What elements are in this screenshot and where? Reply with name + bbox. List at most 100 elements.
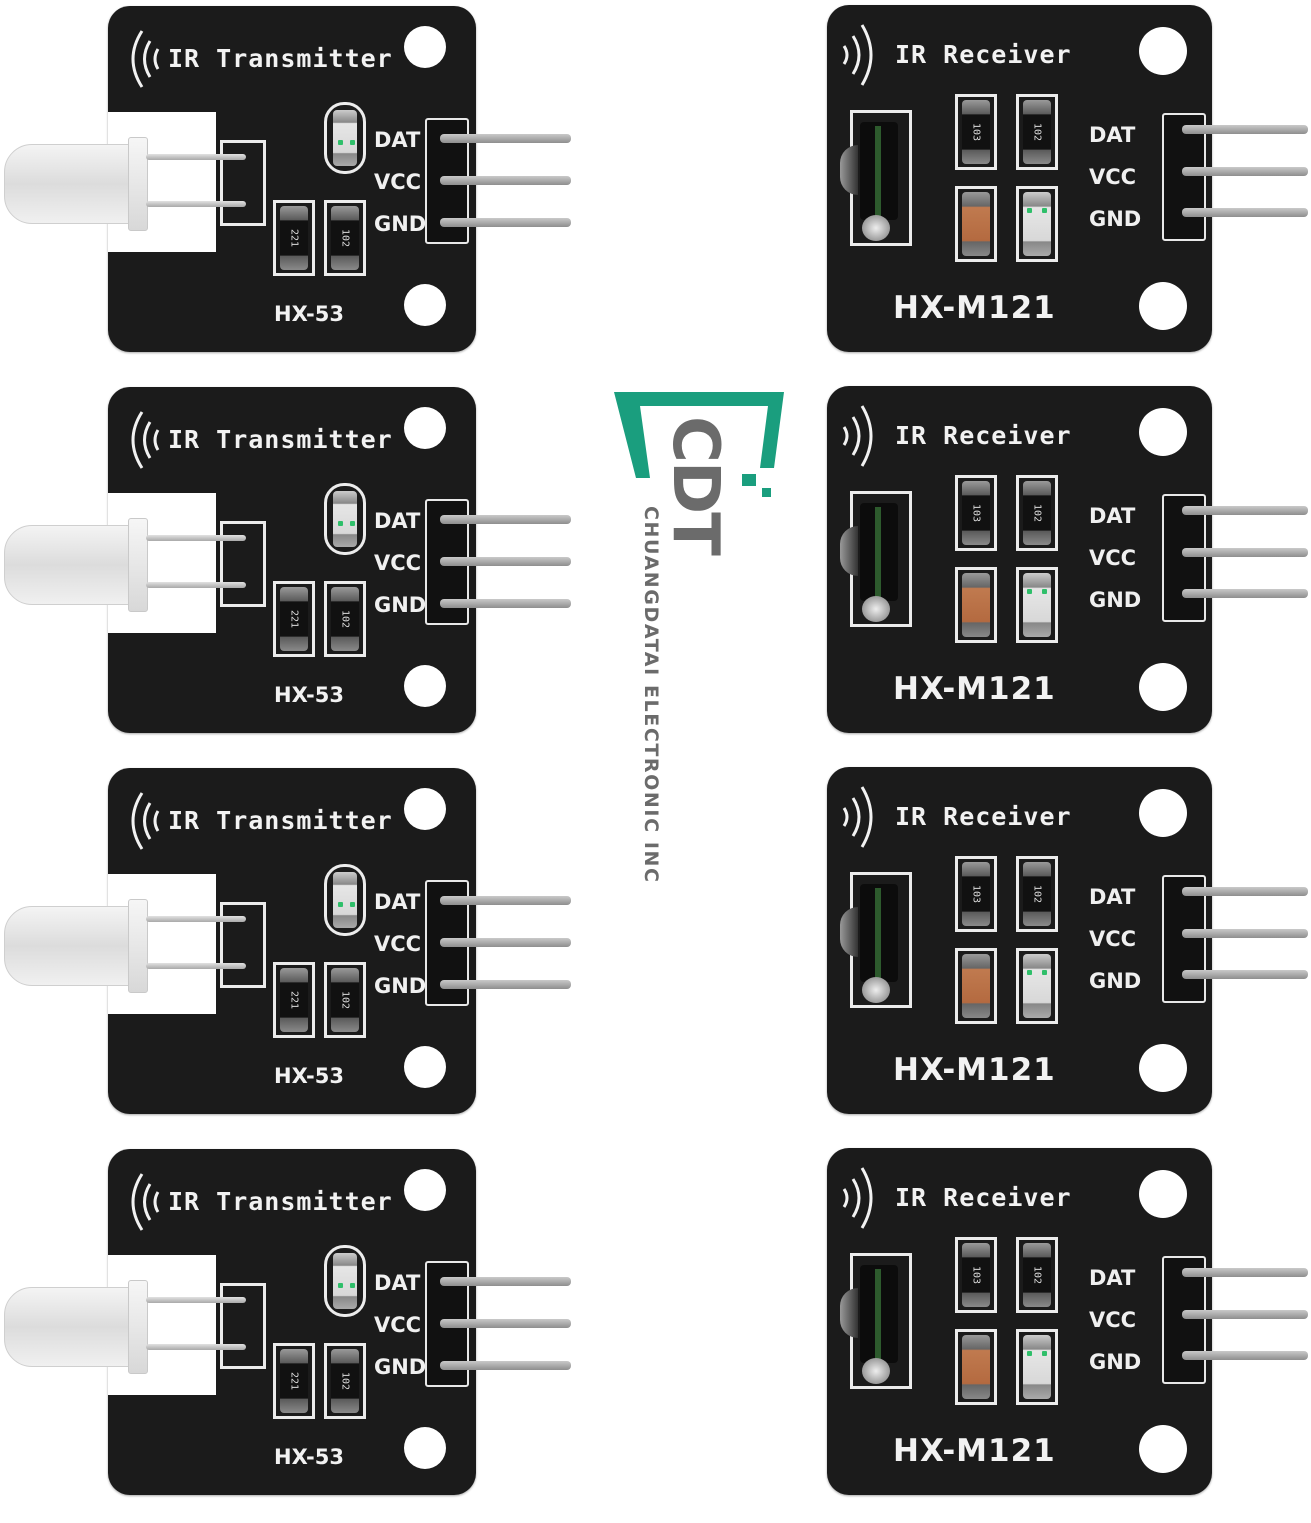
resistor: 103 (962, 100, 990, 164)
ir-receiver-module: IR Receiver 103 102 DAT VCC GND HX-M121 (700, 1143, 1311, 1523)
ir-transmitter-module: IR Transmitter 221 102 DAT VCC GND HX-53 (0, 381, 660, 761)
logo-mark-text: CDT (658, 416, 732, 554)
status-led-smd (333, 110, 357, 166)
header-pin (440, 134, 571, 143)
logo-company-text: CHUANGDATAI ELECTRONIC INC (640, 506, 662, 884)
model-label: HX-53 (274, 1064, 344, 1088)
pin-label-gnd: GND (374, 1355, 427, 1379)
resistor: 103 (962, 862, 990, 926)
pin-label-dat: DAT (1089, 1266, 1136, 1290)
mounting-hole (1139, 27, 1187, 75)
status-led-smd (333, 872, 357, 928)
pin-header (1162, 113, 1206, 241)
pin-label-dat: DAT (374, 890, 421, 914)
ir-receiver-module: IR Receiver 103 102 DAT VCC GND HX-M121 (700, 762, 1311, 1142)
model-label: HX-M121 (893, 671, 1056, 707)
pin-label-vcc: VCC (1089, 546, 1137, 570)
model-label: HX-M121 (893, 1052, 1056, 1088)
ir-emit-waves-icon (131, 30, 160, 88)
pin-header (1162, 875, 1206, 1003)
capacitor (962, 573, 990, 637)
ir-transmitter-module: IR Transmitter 221 102 DAT VCC GND HX-53 (0, 762, 660, 1142)
module-title: IR Receiver (895, 40, 1072, 69)
pin-label-dat: DAT (374, 1271, 421, 1295)
pin-label-dat: DAT (1089, 885, 1136, 909)
led-leg (146, 535, 246, 541)
header-pin (1182, 1310, 1308, 1319)
mounting-hole (404, 1169, 446, 1211)
pin-label-gnd: GND (1089, 969, 1142, 993)
pin-label-dat: DAT (1089, 504, 1136, 528)
status-led-smd (333, 491, 357, 547)
model-label: HX-M121 (893, 290, 1056, 326)
pin-label-gnd: GND (1089, 588, 1142, 612)
led-pad (220, 140, 266, 226)
header-pin (1182, 929, 1308, 938)
mounting-hole (1139, 1044, 1187, 1092)
resistor: 221 (280, 968, 308, 1032)
cdt-logo-mark-icon (614, 392, 784, 497)
ir-emit-waves-icon (131, 792, 160, 850)
brand-logo: CDT CHUANGDATAI ELECTRONIC INC (612, 388, 787, 978)
resistor: 102 (331, 587, 359, 651)
led-pad (220, 521, 266, 607)
ir-receive-waves-icon (842, 24, 873, 86)
resistor: 102 (1023, 100, 1051, 164)
header-pin (440, 1319, 571, 1328)
resistor: 103 (962, 481, 990, 545)
ir-led (4, 144, 136, 224)
model-label: HX-53 (274, 302, 344, 326)
led-leg (146, 154, 246, 160)
ir-receiver-module: IR Receiver 103 102 DAT VCC GND HX-M121 (700, 381, 1311, 761)
pin-label-vcc: VCC (1089, 927, 1137, 951)
resistor: 102 (1023, 1243, 1051, 1307)
header-pin (1182, 589, 1308, 598)
header-pin (440, 1277, 571, 1286)
resistor: 221 (280, 587, 308, 651)
header-pin (1182, 125, 1308, 134)
resistor: 221 (280, 1349, 308, 1413)
led-leg (146, 1297, 246, 1303)
resistor: 102 (1023, 862, 1051, 926)
mounting-hole (1139, 663, 1187, 711)
mounting-hole (404, 284, 446, 326)
led-leg (146, 963, 246, 969)
ir-receiver-module: IR Receiver 103 102 DAT VCC GND HX-M121 (700, 0, 1311, 380)
ir-receive-waves-icon (842, 786, 873, 848)
header-pin (1182, 548, 1308, 557)
pin-label-gnd: GND (374, 593, 427, 617)
pin-label-dat: DAT (374, 509, 421, 533)
mounting-hole (404, 26, 446, 68)
mounting-hole (404, 407, 446, 449)
resistor: 102 (331, 206, 359, 270)
capacitor (962, 954, 990, 1018)
module-title: IR Transmitter (168, 1187, 393, 1216)
header-pin (440, 218, 571, 227)
module-title: IR Receiver (895, 1183, 1072, 1212)
pin-label-dat: DAT (1089, 123, 1136, 147)
header-pin (1182, 887, 1308, 896)
led-leg (146, 916, 246, 922)
ir-led (4, 525, 136, 605)
header-pin (1182, 1268, 1308, 1277)
led-leg (146, 201, 246, 207)
status-led-smd (1023, 954, 1051, 1018)
mounting-hole (1139, 789, 1187, 837)
header-pin (440, 938, 571, 947)
ir-led (4, 906, 136, 986)
mounting-hole (1139, 408, 1187, 456)
resistor: 102 (331, 1349, 359, 1413)
model-label: HX-53 (274, 1445, 344, 1469)
mounting-hole (1139, 1170, 1187, 1218)
ir-transmitter-module: IR Transmitter 221 102 DAT VCC GND HX-53 (0, 0, 660, 380)
header-pin (440, 980, 571, 989)
pin-label-dat: DAT (374, 128, 421, 152)
status-led-smd (1023, 192, 1051, 256)
resistor: 102 (331, 968, 359, 1032)
pin-label-vcc: VCC (1089, 165, 1137, 189)
status-led-smd (1023, 1335, 1051, 1399)
header-pin (440, 599, 571, 608)
mounting-hole (404, 1427, 446, 1469)
ir-receive-waves-icon (842, 405, 873, 467)
pin-label-gnd: GND (374, 212, 427, 236)
